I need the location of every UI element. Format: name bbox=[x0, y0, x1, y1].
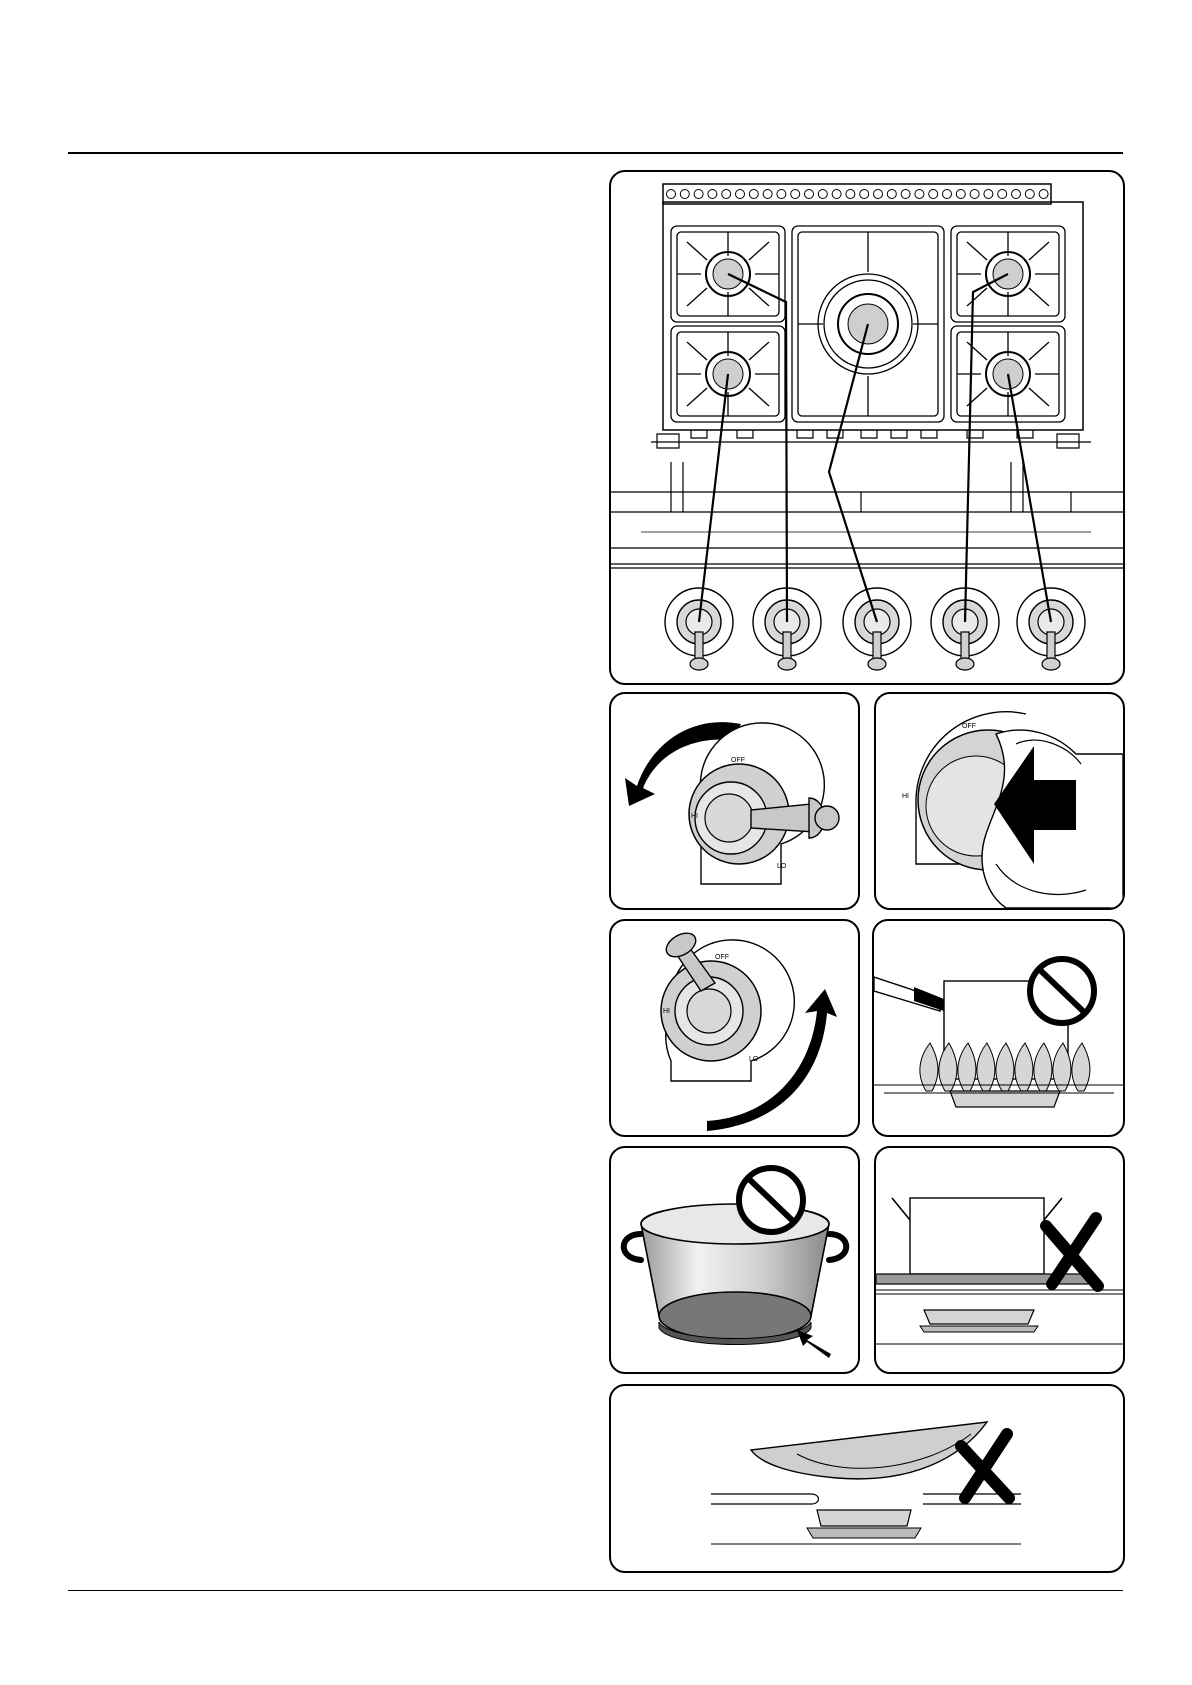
vent-hole bbox=[943, 190, 952, 199]
vent-hole bbox=[860, 190, 869, 199]
vent-hole bbox=[763, 190, 772, 199]
vent-hole bbox=[832, 190, 841, 199]
footer-rule bbox=[68, 1590, 1123, 1591]
flame bbox=[920, 1043, 938, 1091]
vent-hole bbox=[1012, 190, 1021, 199]
vent-hole bbox=[984, 190, 993, 199]
vent-hole bbox=[749, 190, 758, 199]
vent-hole bbox=[874, 190, 883, 199]
control-knob bbox=[843, 588, 911, 670]
vent-hole bbox=[680, 190, 689, 199]
vent-hole bbox=[887, 190, 896, 199]
dial-label-off: OFF bbox=[962, 723, 976, 730]
burner-base bbox=[924, 1310, 1034, 1324]
vent-hole bbox=[777, 190, 786, 199]
vent-hole bbox=[929, 190, 938, 199]
flame bbox=[1072, 1043, 1090, 1091]
wok-pan bbox=[751, 1422, 987, 1479]
vent-hole bbox=[694, 190, 703, 199]
vent-hole bbox=[956, 190, 965, 199]
knob-push-in-figure: OFF HI bbox=[874, 692, 1125, 910]
stock-pot bbox=[910, 1198, 1044, 1274]
vent-hole bbox=[722, 190, 731, 199]
vent-hole bbox=[805, 190, 814, 199]
vent-hole bbox=[970, 190, 979, 199]
vent-hole bbox=[1025, 190, 1034, 199]
warped-pot-figure bbox=[609, 1146, 860, 1374]
dial-label-lo: LO bbox=[777, 863, 787, 870]
vent-hole bbox=[1039, 190, 1048, 199]
burner-base bbox=[817, 1510, 911, 1526]
burner-flames bbox=[920, 1043, 1090, 1091]
dial-label-off: OFF bbox=[731, 757, 745, 764]
knob-turn-clockwise-figure: OFF HI LO bbox=[609, 919, 860, 1137]
x-mark-icon bbox=[961, 1434, 1009, 1498]
dial-label-off: OFF bbox=[715, 954, 729, 961]
control-knob bbox=[1017, 588, 1085, 670]
vent-hole bbox=[667, 190, 676, 199]
vent-hole bbox=[818, 190, 827, 199]
vent-hole bbox=[791, 190, 800, 199]
cooktop-burner-knob-diagram bbox=[609, 170, 1125, 685]
vent-hole bbox=[736, 190, 745, 199]
dial-label-hi: HI bbox=[691, 813, 698, 820]
dial-label-lo: LO bbox=[749, 1056, 759, 1063]
knob-turn-counterclockwise-figure: OFF HI LO bbox=[609, 692, 860, 910]
control-knob bbox=[665, 588, 733, 670]
vent-hole bbox=[901, 190, 910, 199]
dial-label-hi: HI bbox=[663, 1008, 670, 1015]
flame-too-high-figure bbox=[872, 919, 1125, 1137]
dial-label-hi: HI bbox=[902, 793, 909, 800]
vent-hole bbox=[846, 190, 855, 199]
wok-on-burner-figure bbox=[609, 1384, 1125, 1573]
vent-hole bbox=[998, 190, 1007, 199]
arrow-icon bbox=[797, 1330, 831, 1358]
pan-on-griddle-figure bbox=[874, 1146, 1125, 1374]
header-rule bbox=[68, 152, 1123, 154]
vent-holes bbox=[667, 190, 1049, 199]
vent-hole bbox=[708, 190, 717, 199]
vent-hole bbox=[915, 190, 924, 199]
cooktop-illustration bbox=[611, 172, 1123, 683]
